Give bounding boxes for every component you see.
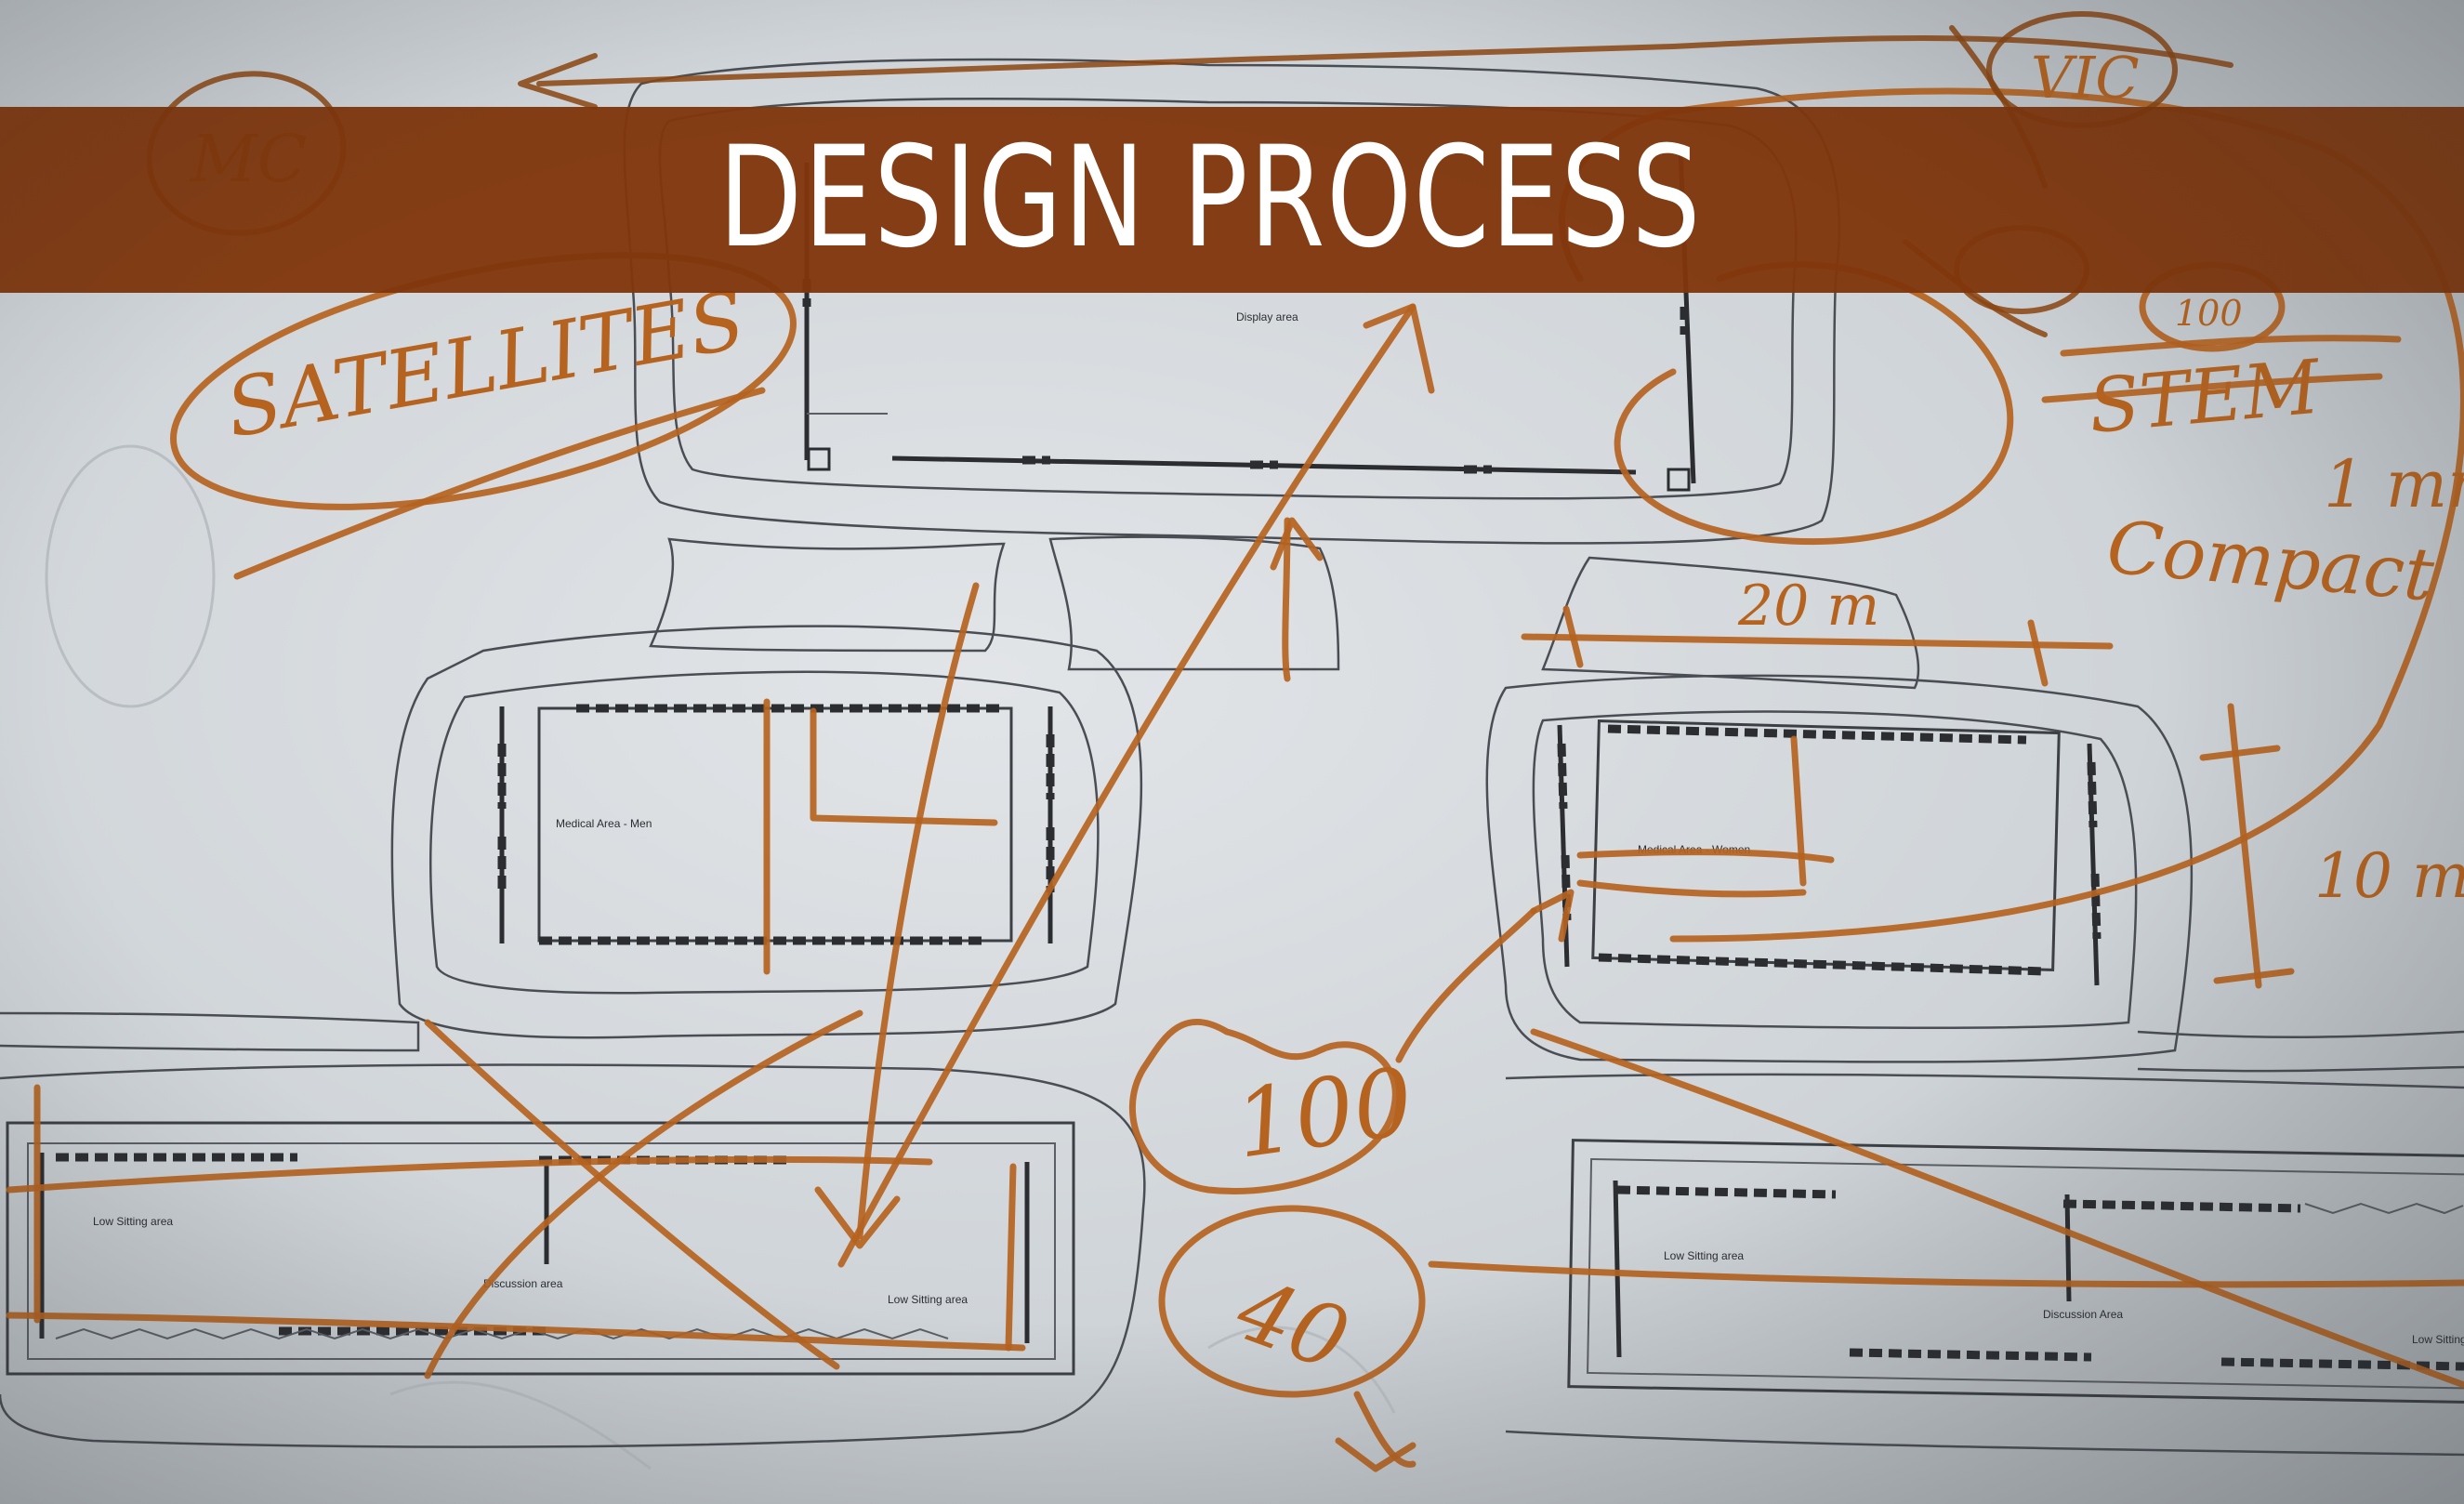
note-1mm: 1 mm [2324,446,2464,522]
display-area-label: Display area [1236,310,1298,323]
discussion-left-label: Discussion area [483,1277,563,1290]
medical-men-label: Medical Area - Men [556,817,652,830]
low-sitting-right-b-label: Low Sitting [2412,1333,2464,1346]
note-vic: VIC [2031,44,2140,112]
low-sitting-right-a-label: Low Sitting area [1664,1249,1744,1262]
slide-title: DESIGN PROCESS [718,117,1703,279]
medical-women-plan: Medical Area - Women [1485,674,2194,1063]
note-satellites: SATELLITES [219,273,752,455]
note-100-top: 100 [2175,293,2243,334]
note-10m: 10 m [2314,840,2464,912]
background-ghost-lines [45,444,1396,1471]
note-compact: Compact [2103,506,2437,617]
medical-men-plan: Medical Area - Men [390,625,1143,1039]
pathways [0,535,2464,1073]
note-40: 40 [1224,1260,1362,1391]
note-100: 100 [1229,1047,1419,1179]
note-20m: 20 m [1737,574,1879,639]
lower-right-plan: Low Sitting area Discussion Area Low Sit… [1505,1073,2464,1457]
title-banner [0,107,2464,293]
note-stem: STEM [2086,343,2326,449]
discussion-right-label: Discussion Area [2043,1308,2123,1321]
low-sitting-left-b-label: Low Sitting area [888,1293,968,1306]
lower-left-plan: Low Sitting area Discussion area Low Sit… [0,1063,1146,1448]
low-sitting-left-a-label: Low Sitting area [93,1215,173,1228]
